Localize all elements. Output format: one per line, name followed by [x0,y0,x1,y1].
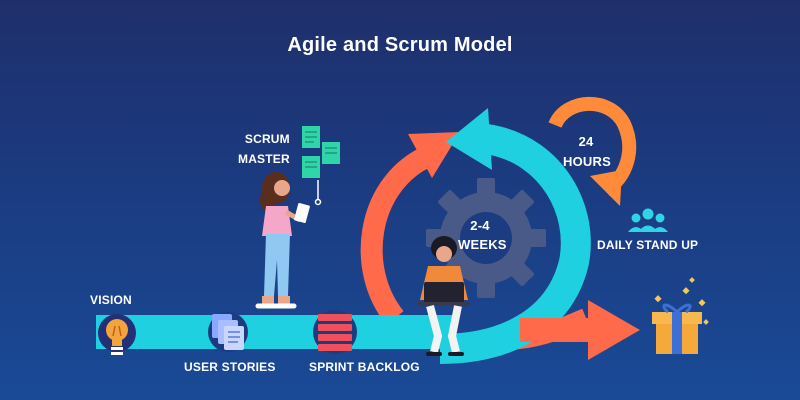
backlog-list-icon [313,310,357,354]
sticky-notes-icon [302,126,340,206]
documents-icon [208,312,248,352]
sprint-length-label: 2-4 WEEKS [458,216,507,254]
daily-cycle-label: 24 HOURS [563,132,611,172]
scrum-master-label: SCRUM MASTER [238,129,290,169]
sprint-cycle-orange-arc [360,148,430,325]
delivery-arrow [520,300,640,360]
vision-label: VISION [90,293,132,307]
sprint-length-line1: 2-4 [470,218,490,233]
sprint-backlog-label: SPRINT BACKLOG [309,360,420,374]
gear-icon [426,178,546,298]
team-member-figure [418,236,470,356]
gift-box-icon [652,277,709,354]
flow-band [96,108,591,364]
scrum-master-figure [255,172,310,309]
daily-cycle-line2: HOURS [563,154,611,169]
sprint-length-line2: WEEKS [458,237,507,252]
scrum-master-label-line1: SCRUM [244,132,290,146]
orange-arrowhead-top [408,132,460,178]
user-stories-label: USER STORIES [184,360,276,374]
lightbulb-icon [98,314,136,355]
team-icon [628,208,668,232]
daily-cycle-line1: 24 [578,134,594,149]
diagram-title: Agile and Scrum Model [287,34,513,56]
daily-cycle-arrowhead [590,170,622,206]
scrum-master-label-line2: MASTER [238,152,290,166]
daily-standup-label: DAILY STAND UP [597,238,699,252]
